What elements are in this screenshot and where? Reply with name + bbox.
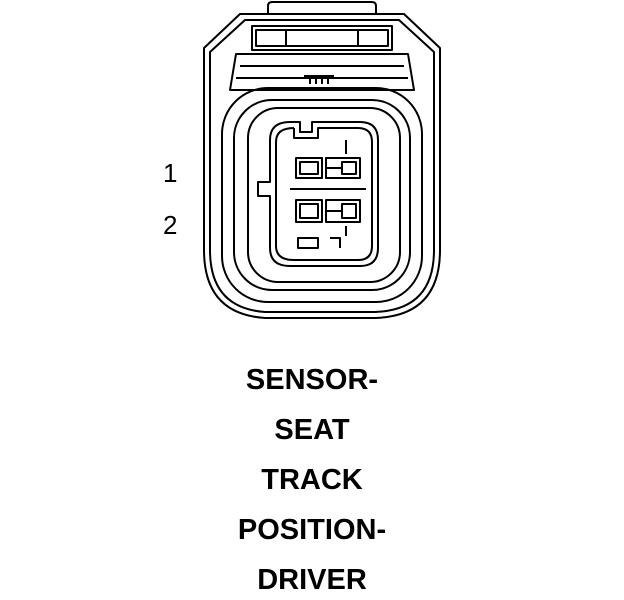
pin-2-cavity-left-inner [299,203,319,219]
connector-housing-outline [203,13,441,319]
seal-ring-middle [233,99,411,291]
locking-ramp [229,53,415,91]
caption-line-2: SEAT [274,414,350,446]
key-notch [297,237,319,249]
pin-1-cavity-left-inner [299,161,319,175]
locking-tab [267,1,377,14]
center-latch [304,75,334,84]
pin-1-terminal [341,161,357,175]
caption-line-5: DRIVER [257,564,367,596]
seal-ring-inner [247,107,401,283]
pin-1-label: 1 [163,158,178,188]
pin-1-cavity-left [295,157,323,179]
key-notch-right [330,237,341,248]
terminal-cavity-block [257,121,379,267]
caption-line-3: TRACK [261,464,363,496]
caption-line-1: SENSOR- [245,364,379,396]
pin-2-terminal [341,203,357,219]
caption-line-4: POSITION- [237,514,387,546]
locking-tab-window-inner [255,29,389,47]
seal-ring-outer [221,87,423,303]
locking-tab-window [251,25,393,51]
terminal-cavity-block-inner [275,127,373,261]
pin-2-cavity-left [295,199,323,223]
pin-2-label: 2 [163,210,178,240]
connector-housing-inner-outline [209,19,435,313]
